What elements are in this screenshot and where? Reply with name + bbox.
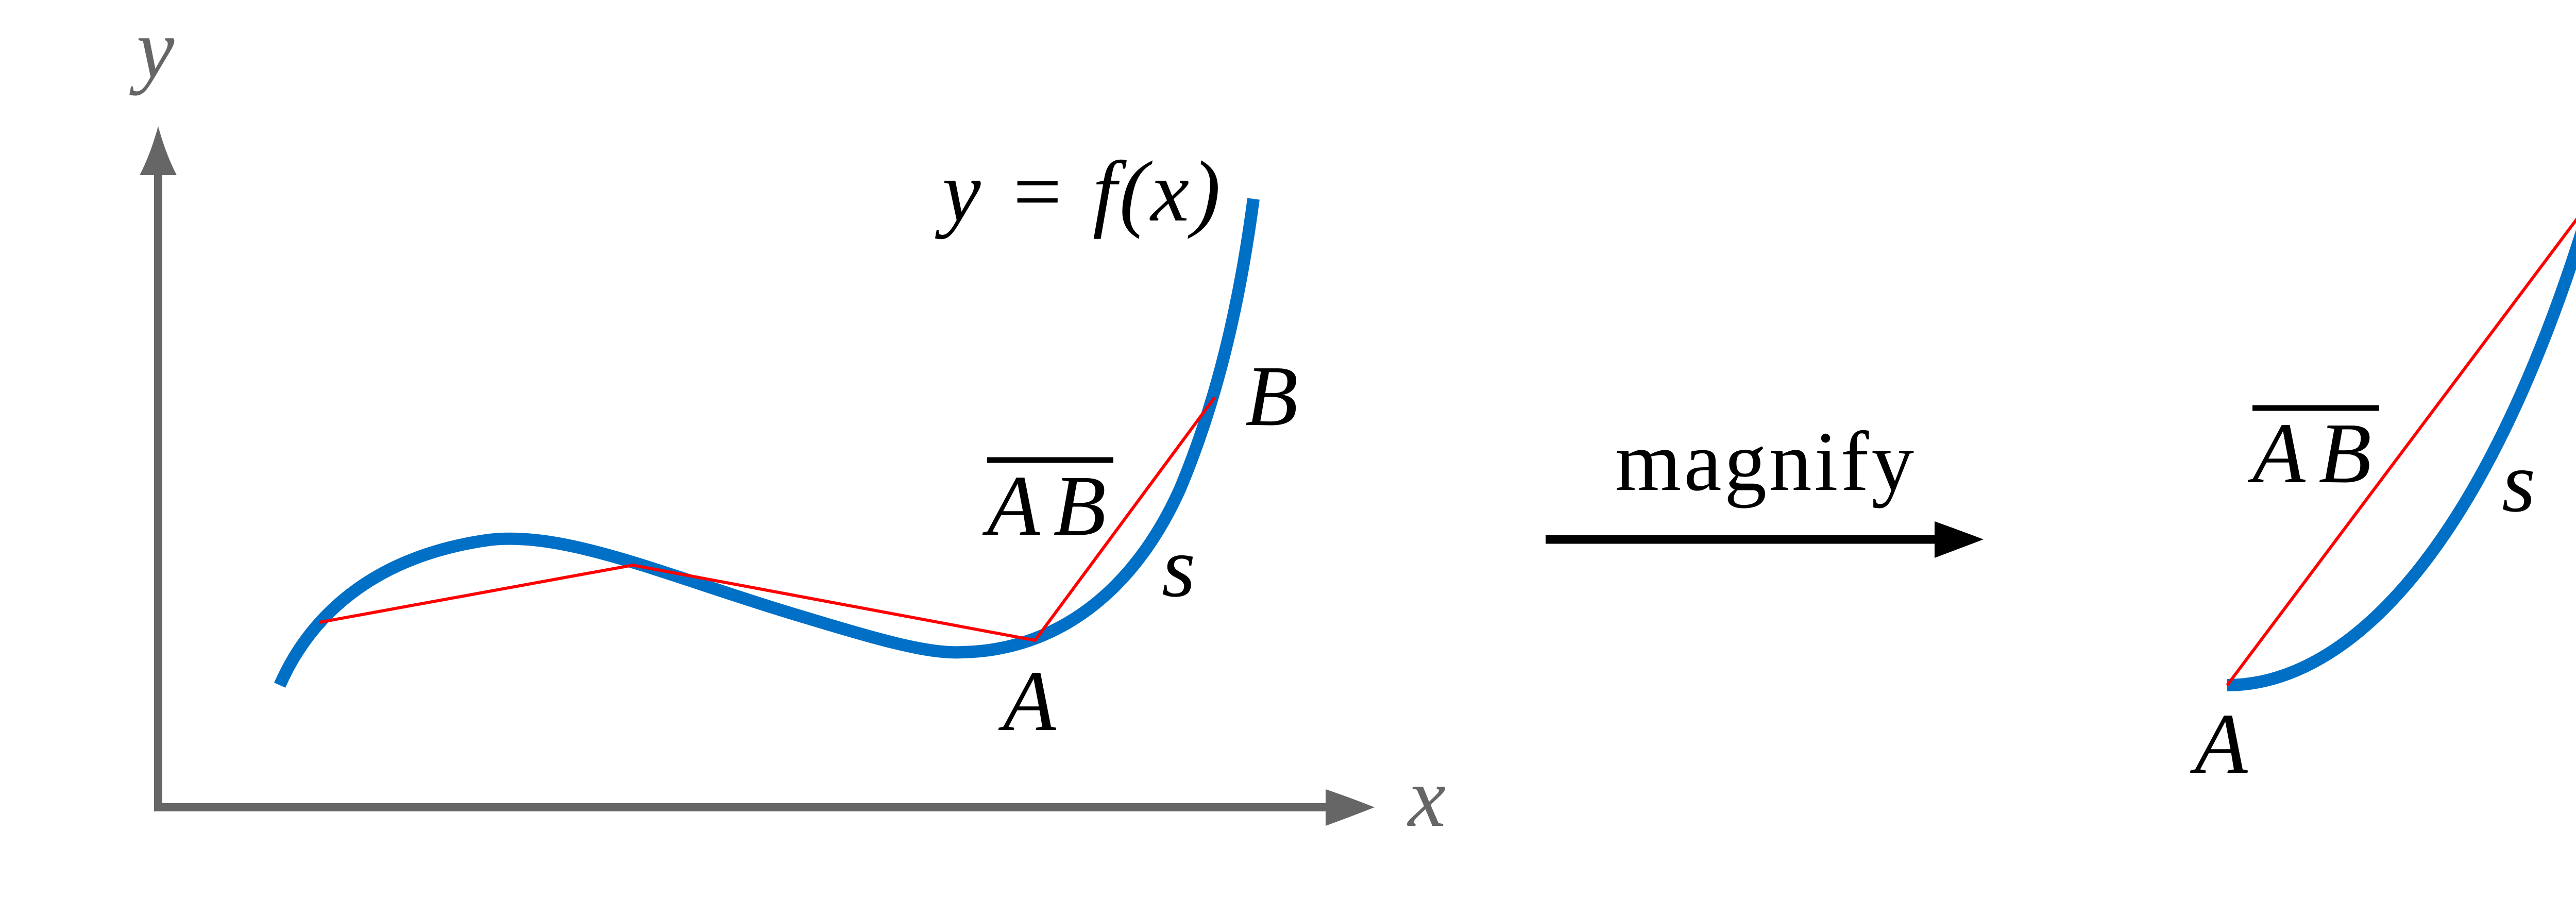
magnify-transition: magnify bbox=[1546, 414, 1984, 558]
arc-label: s bbox=[1162, 519, 1195, 615]
function-curve bbox=[274, 198, 1260, 688]
right-arrow-icon bbox=[1935, 521, 1984, 558]
magnify-label: magnify bbox=[1615, 414, 1914, 508]
point-a-label: A bbox=[998, 653, 1057, 749]
x-axis-label: x bbox=[1406, 750, 1446, 844]
x-axis-arrowhead-icon bbox=[1326, 789, 1375, 826]
y-axis-arrowhead-icon bbox=[140, 126, 177, 175]
magnified-point-a-label: A bbox=[2190, 696, 2248, 792]
equation-label: y = f(x) bbox=[935, 144, 1221, 240]
point-b-label: B bbox=[1245, 348, 1298, 444]
y-axis-label: y bbox=[129, 2, 175, 96]
chord-polyline bbox=[319, 396, 1216, 642]
magnified-chord bbox=[2226, 217, 2576, 686]
coordinate-axes: y x bbox=[129, 2, 1446, 844]
magnified-arc-label: s bbox=[2502, 434, 2535, 530]
magnified-curve bbox=[2227, 229, 2576, 691]
